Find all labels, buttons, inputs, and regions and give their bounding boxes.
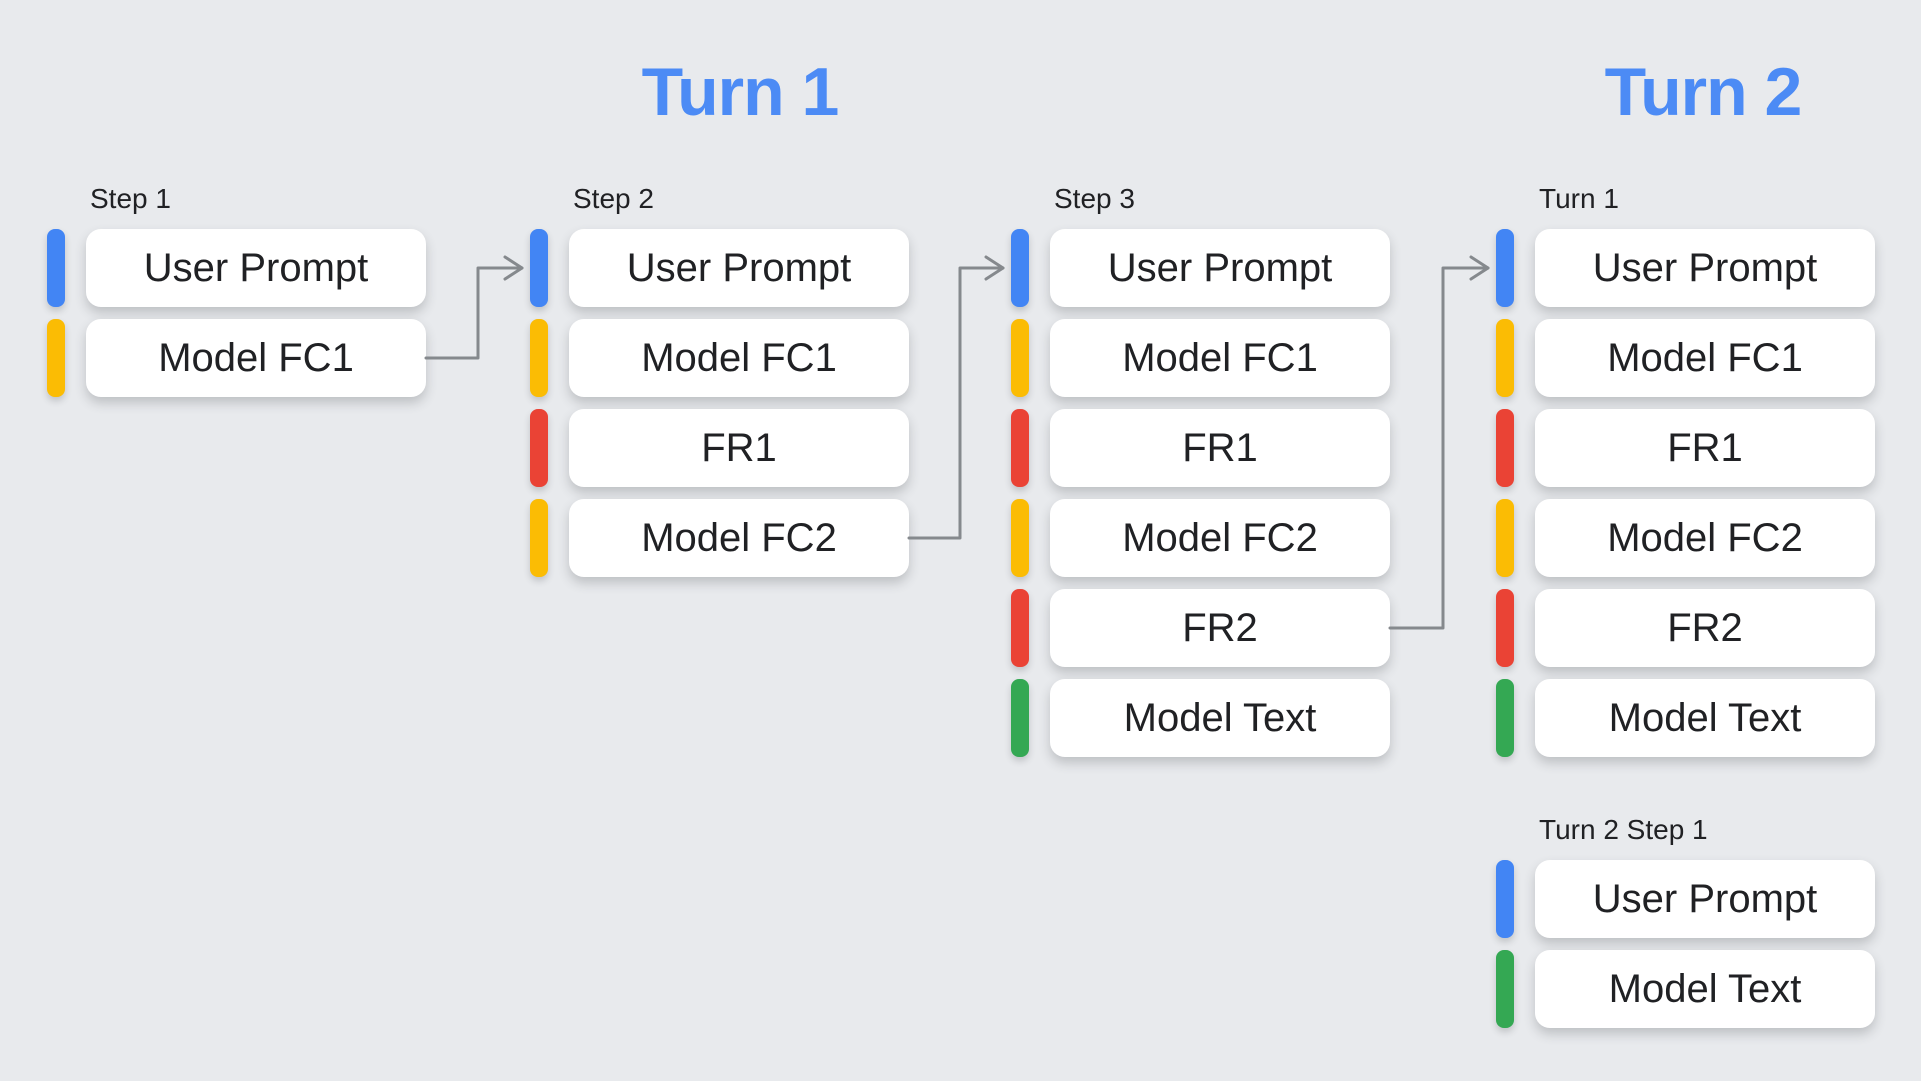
model-fc1-color-bar (47, 319, 65, 397)
card-model-fc1: Model FC1 (569, 319, 909, 397)
column-label-step-3-2: Step 3 (1054, 183, 1135, 214)
card-user-prompt: User Prompt (569, 229, 909, 307)
fr1-color-bar (1496, 409, 1514, 487)
model-text-color-bar (1011, 679, 1029, 757)
card-user-prompt: User Prompt (86, 229, 426, 307)
turn-1-title: Turn 1 (641, 54, 840, 130)
card-user-prompt: User Prompt (1050, 229, 1390, 307)
card-label: Model FC2 (1607, 515, 1803, 560)
card-label: User Prompt (626, 245, 852, 290)
flow-arrowhead-icon (1469, 255, 1490, 281)
card-model-fc1: Model FC1 (86, 319, 426, 397)
turn-2-title: Turn 2 (1604, 54, 1803, 130)
user-prompt-color-bar (1011, 229, 1029, 307)
card-label: FR1 (1667, 425, 1743, 470)
card-label: Model Text (1123, 695, 1317, 740)
card-model-fc1: Model FC1 (1535, 319, 1875, 397)
fr1-color-bar (1011, 409, 1029, 487)
model-text-color-bar (1496, 679, 1514, 757)
card-fr1: FR1 (1050, 409, 1390, 487)
fr2-color-bar (1496, 589, 1514, 667)
card-label: User Prompt (1107, 245, 1333, 290)
card-label: FR2 (1182, 605, 1258, 650)
card-label: Model FC1 (1122, 335, 1318, 380)
card-label: Model Text (1608, 695, 1802, 740)
card-model-text: Model Text (1535, 950, 1875, 1028)
card-fr2: FR2 (1050, 589, 1390, 667)
card-label: Model FC2 (1122, 515, 1318, 560)
model-fc1-color-bar (530, 319, 548, 397)
card-model-fc2: Model FC2 (1535, 499, 1875, 577)
card-model-fc2: Model FC2 (569, 499, 909, 577)
card-user-prompt: User Prompt (1535, 860, 1875, 938)
flow-arrowhead-icon (503, 255, 524, 281)
flow-arrow-line-2 (1388, 266, 1490, 630)
card-model-text: Model Text (1050, 679, 1390, 757)
card-label: Model FC1 (1607, 335, 1803, 380)
card-user-prompt: User Prompt (1535, 229, 1875, 307)
user-prompt-color-bar (1496, 860, 1514, 938)
card-label: FR2 (1667, 605, 1743, 650)
column-label-turn-2-step-1-4: Turn 2 Step 1 (1539, 814, 1708, 845)
card-model-fc2: Model FC2 (1050, 499, 1390, 577)
flow-arrow-line-0 (424, 266, 524, 360)
user-prompt-color-bar (1496, 229, 1514, 307)
column-label-step-2-1: Step 2 (573, 183, 654, 214)
card-label: User Prompt (1592, 245, 1818, 290)
flow-arrowhead-icon (984, 255, 1005, 281)
column-label-turn-1-3: Turn 1 (1539, 183, 1619, 214)
fr2-color-bar (1011, 589, 1029, 667)
card-label: Model FC1 (158, 335, 354, 380)
fr1-color-bar (530, 409, 548, 487)
card-model-fc1: Model FC1 (1050, 319, 1390, 397)
flow-arrow-line-1 (907, 266, 1005, 540)
column-label-step-1-0: Step 1 (90, 183, 171, 214)
model-fc1-color-bar (1011, 319, 1029, 397)
user-prompt-color-bar (530, 229, 548, 307)
card-label: User Prompt (1592, 876, 1818, 921)
model-fc2-color-bar (1011, 499, 1029, 577)
card-label: Model FC1 (641, 335, 837, 380)
model-fc2-color-bar (1496, 499, 1514, 577)
card-model-text: Model Text (1535, 679, 1875, 757)
card-fr2: FR2 (1535, 589, 1875, 667)
card-fr1: FR1 (1535, 409, 1875, 487)
card-label: Model Text (1608, 966, 1802, 1011)
card-label: FR1 (1182, 425, 1258, 470)
card-fr1: FR1 (569, 409, 909, 487)
card-label: User Prompt (143, 245, 369, 290)
card-label: FR1 (701, 425, 777, 470)
card-label: Model FC2 (641, 515, 837, 560)
user-prompt-color-bar (47, 229, 65, 307)
model-text-color-bar (1496, 950, 1514, 1028)
model-fc2-color-bar (530, 499, 548, 577)
model-fc1-color-bar (1496, 319, 1514, 397)
